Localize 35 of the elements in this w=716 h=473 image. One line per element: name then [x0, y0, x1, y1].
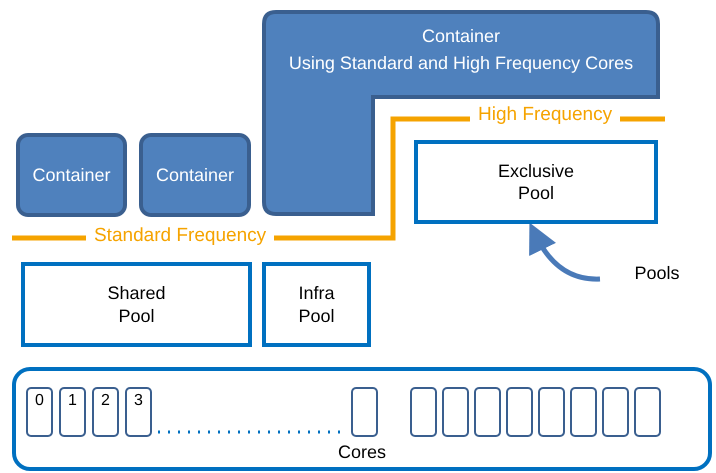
container-subtitle: Using Standard and High Frequency Cores: [288, 53, 634, 74]
pool-label: Infra Pool: [298, 282, 335, 327]
core-box: [506, 387, 533, 437]
core-box: [410, 387, 437, 437]
core-box: [538, 387, 565, 437]
cores-label: Cores: [338, 440, 386, 463]
core-box: [442, 387, 469, 437]
core-number: 0: [35, 391, 44, 411]
core-number: 1: [68, 391, 77, 411]
frequency-label: High Frequency: [470, 104, 620, 126]
pool-box: [21, 262, 252, 347]
frequency-label: Standard Frequency: [86, 225, 274, 247]
pool-label: Shared Pool: [107, 282, 166, 327]
core-number: 3: [134, 391, 143, 411]
pool-box: [262, 262, 371, 347]
core-box: [125, 387, 152, 437]
core-box: [59, 387, 86, 437]
cores-panel: [12, 367, 712, 471]
core-box: [602, 387, 629, 437]
core-box: [26, 387, 53, 437]
container-title: Container: [422, 26, 500, 47]
core-box: [351, 387, 378, 437]
container-label: Container: [156, 164, 234, 186]
core-box: [474, 387, 501, 437]
container-label: Container: [32, 164, 111, 186]
core-box: [92, 387, 119, 437]
core-box: [570, 387, 597, 437]
pool-box: [414, 140, 658, 224]
curved-arrow: [528, 222, 600, 282]
callout-text: Pools: [634, 262, 680, 284]
container-box: [16, 133, 127, 217]
core-number: 2: [101, 391, 110, 411]
container-box: [139, 133, 251, 217]
core-box: [634, 387, 661, 437]
pool-label: Exclusive Pool: [498, 160, 574, 204]
